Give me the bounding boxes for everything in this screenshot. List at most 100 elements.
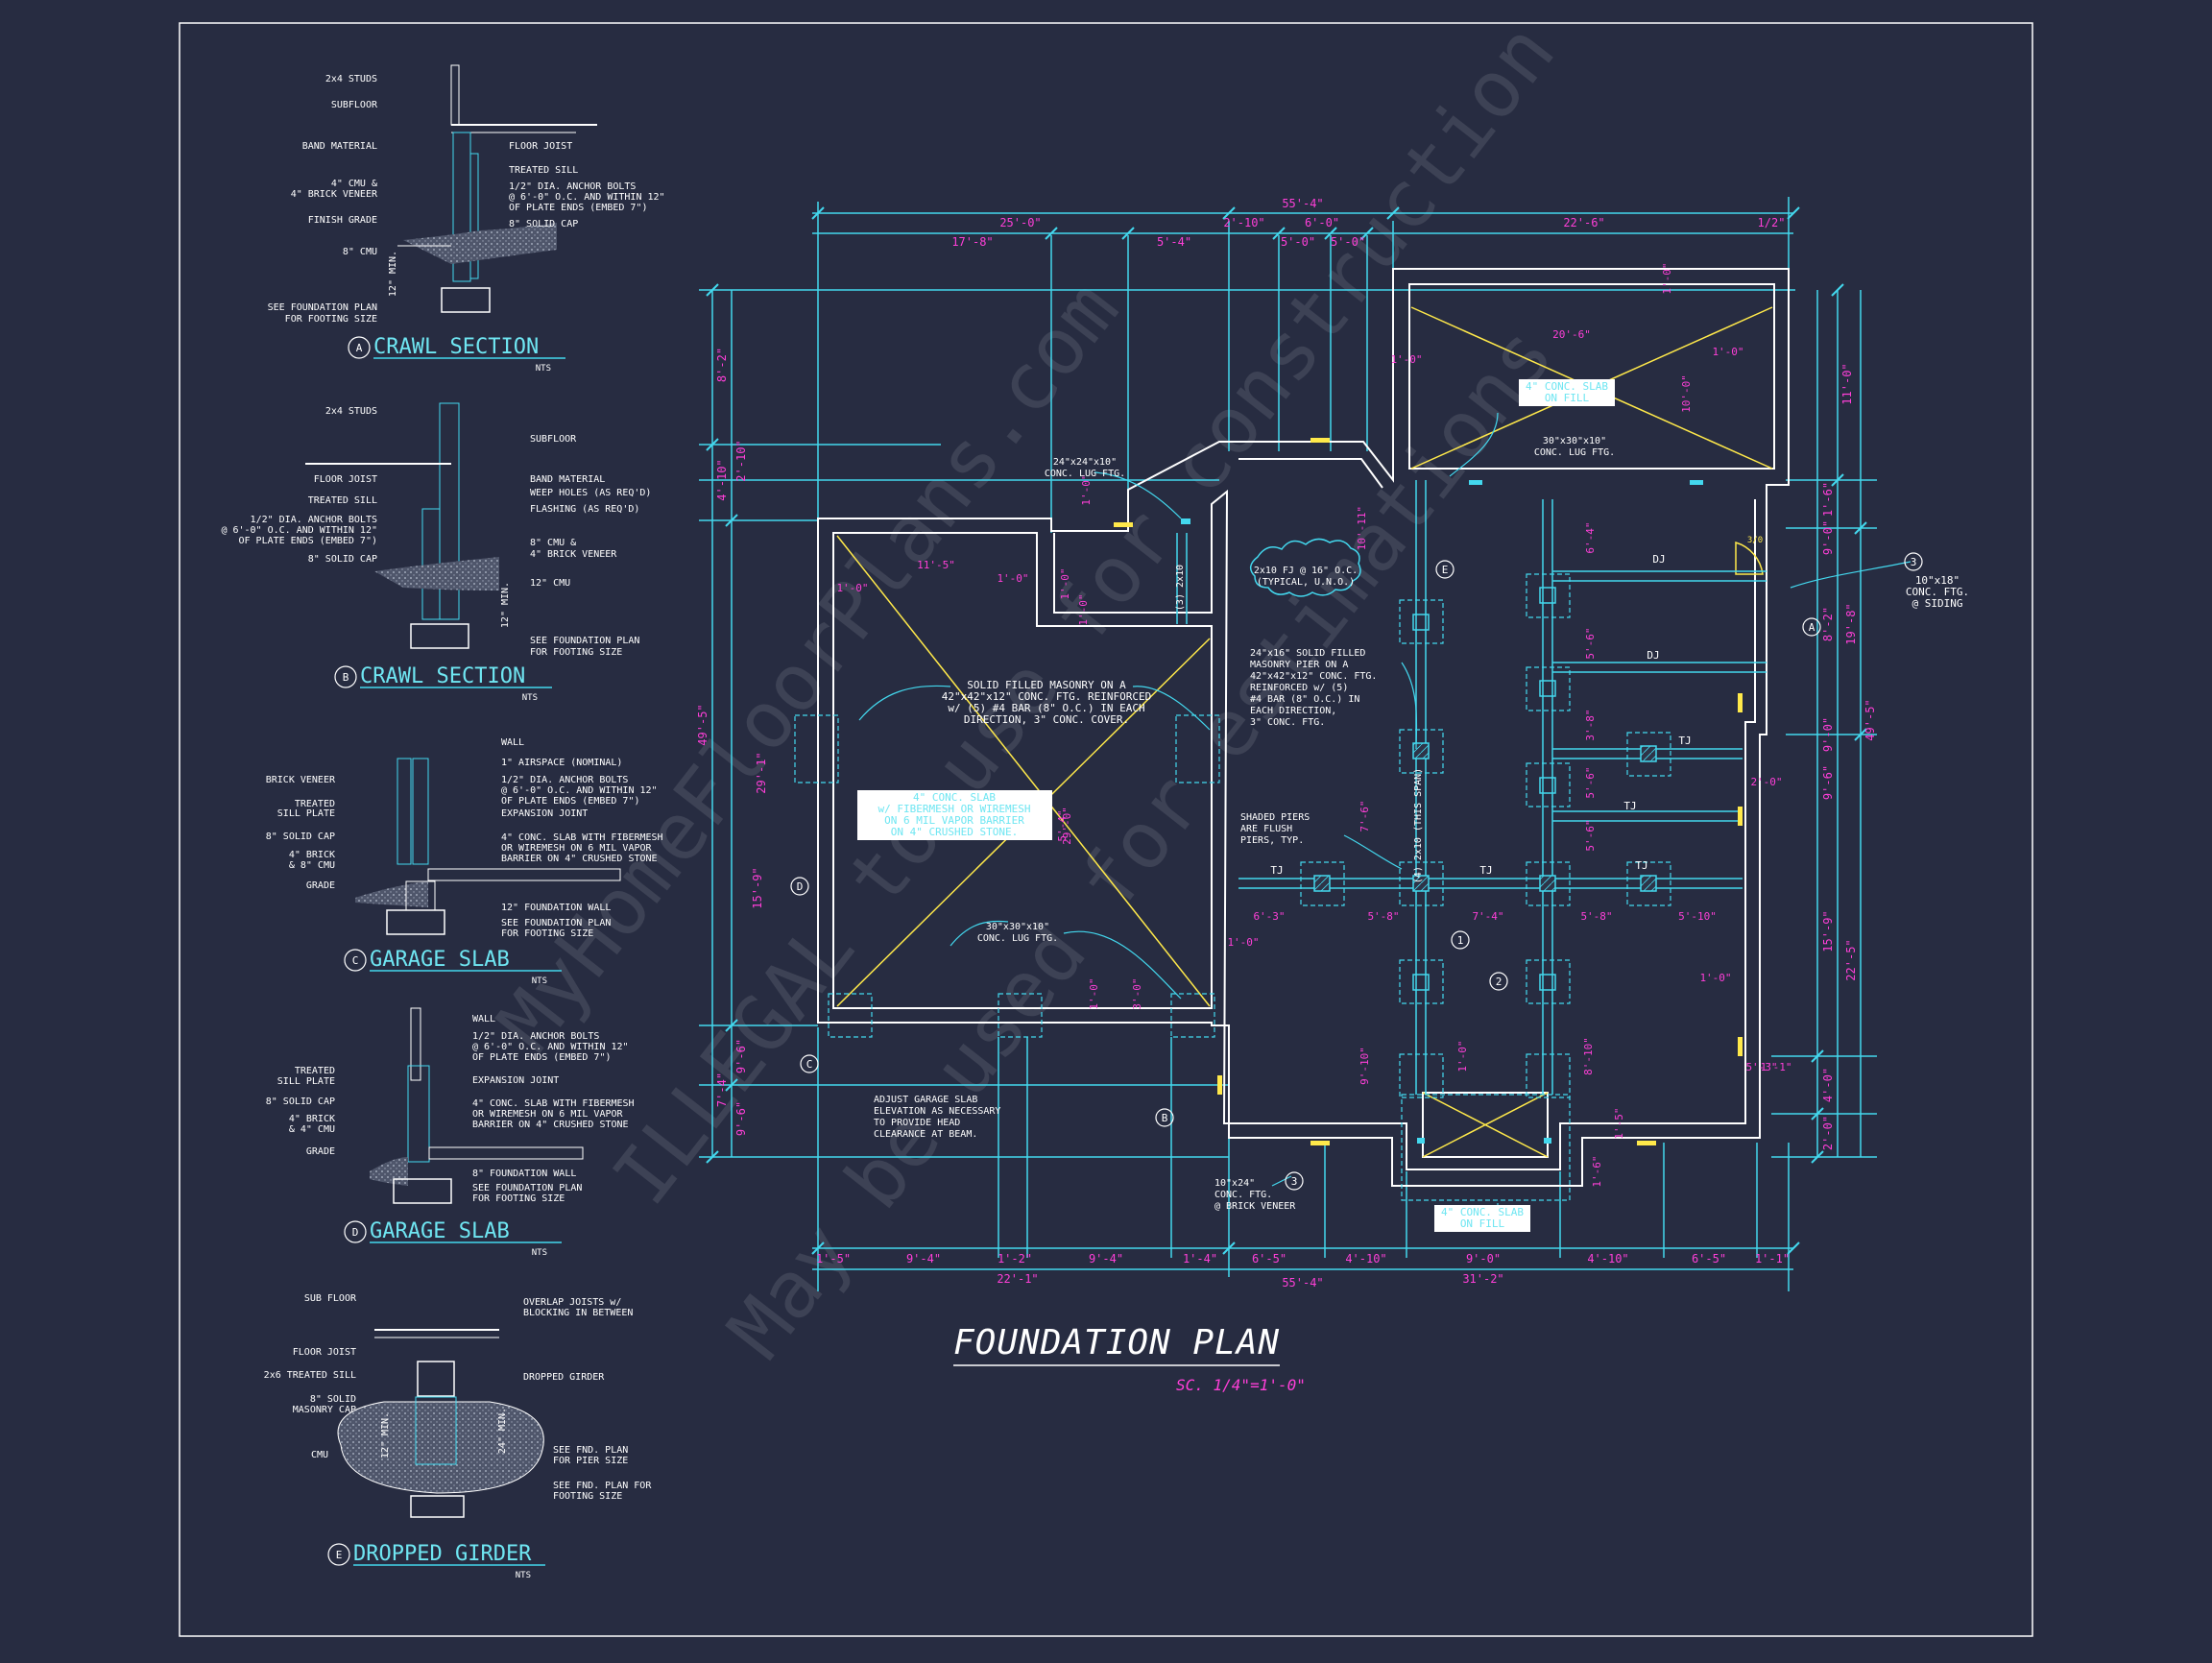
dim-room-4: 1'-0" (1661, 262, 1673, 294)
dim-right-8: 15'-9" (1821, 910, 1835, 952)
note-lug-mid-0: 24"x24"x10" (1053, 457, 1117, 468)
dim-top-4: 1/2" (1758, 216, 1786, 229)
detail-c-label-0: WALL (501, 737, 524, 748)
detail-a-label-9: OF PLATE ENDS (EMBED 7") (509, 203, 648, 213)
detail-e-letter-circle (327, 1543, 350, 1566)
dim-room-30: 3'-0" (1131, 977, 1143, 1009)
detail-e-letter: E (336, 1549, 343, 1561)
note-brick-ftg-1: CONC. FTG. (1214, 1190, 1272, 1200)
note-lug-top-0: 30"x30"x10" (1543, 436, 1606, 446)
detail-c-label-1: 1" AIRSPACE (NOMINAL) (501, 758, 622, 768)
detail-d-label-3: OF PLATE ENDS (EMBED 7") (472, 1052, 612, 1063)
detail-a-label-0: 2x4 STUDS (325, 74, 377, 84)
dim-bottom2-1: 31'-2" (1462, 1272, 1503, 1286)
detail-a-label-13: 12" MIN. (388, 251, 398, 297)
note-top-slab-1: ON FILL (1545, 392, 1590, 404)
dim-room-36: 5'-3" (1745, 1061, 1777, 1073)
dim-bottom-3: 9'-4" (1089, 1252, 1123, 1265)
dim-room-7: 1'-0" (997, 572, 1028, 585)
detail-b-label-0: 2x4 STUDS (325, 406, 377, 417)
note-masonry-2: w/ (5) #4 BAR (8" O.C.) IN EACH (948, 702, 1144, 714)
marker-2: 2 (1496, 976, 1503, 988)
dim-bottom-6: 4'-10" (1345, 1252, 1386, 1265)
detail-a-label-11: 8" SOLID CAP (509, 219, 578, 229)
dim-room-6: 1'-0" (836, 582, 868, 594)
detail-c-label-4: @ 6'-0" O.C. AND WITHIN 12" (501, 785, 658, 796)
marker-d-circle (790, 877, 809, 896)
detail-b-label-12: 8" SOLID CAP (308, 554, 377, 565)
dim-overall-top: 55'-4" (1282, 197, 1323, 210)
detail-d-label-2: @ 6'-0" O.C. AND WITHIN 12" (472, 1042, 629, 1052)
marker-c-circle (800, 1054, 819, 1073)
detail-a-label-12: 8" CMU (343, 247, 377, 257)
dim-top2-3: 5'-0" (1331, 235, 1365, 249)
marker-1-circle (1451, 930, 1470, 950)
detail-e-label-9: 24" MIN. (497, 1408, 508, 1454)
dim-right-6: 9'-0" (1821, 717, 1835, 752)
dim-room-8: 1'-0" (1059, 567, 1071, 599)
dim-bottom-0: 1'-5" (816, 1252, 851, 1265)
dim-right-10: 4'-0" (1821, 1068, 1835, 1102)
detail-e-label-8: 12" MIN. (380, 1412, 391, 1458)
detail-c-label-14: & 8" CMU (289, 860, 335, 871)
dim-right-9: 22'-5" (1844, 939, 1858, 980)
dim-room-15: 5'-6" (1584, 766, 1597, 798)
note-bottom-slab-1: ON FILL (1460, 1217, 1505, 1230)
marker-b-circle (1155, 1108, 1174, 1127)
detail-a-nts: NTS (536, 364, 551, 374)
note-adjust-0: ADJUST GARAGE SLAB (874, 1095, 977, 1105)
dim-room-28: 1'-0" (1456, 1040, 1469, 1072)
detail-e-label-13: SEE FND. PLAN FOR (553, 1481, 652, 1491)
dim-left-3: 49'-5" (696, 704, 709, 745)
dim-room-19: 8'-10" (1582, 1037, 1595, 1075)
dim-top-2: 6'-0" (1305, 216, 1339, 229)
detail-a-label-10: FINISH GRADE (308, 215, 377, 226)
note-garage-slab-3: ON 4" CRUSHED STONE. (891, 826, 1018, 838)
dim-left-6: 9'-6" (734, 1039, 748, 1073)
dim-left-0: 8'-2" (715, 348, 729, 382)
dim-left-4: 29'-1" (755, 752, 768, 793)
detail-d-garage-slab (370, 1007, 584, 1204)
detail-e-label-0: SUB FLOOR (304, 1293, 357, 1304)
foundation-plan (699, 197, 1911, 1291)
detail-b-label-11: 4" BRICK VENEER (530, 549, 617, 560)
dim-room-32: 5'-4" (1056, 809, 1069, 841)
plan-title-block: FOUNDATION PLAN SC. 1/4"=1'-0" (953, 1323, 1306, 1394)
detail-d-label-10: BARRIER ON 4" CRUSHED STONE (472, 1120, 629, 1130)
dim-right-0: 11'-0" (1840, 363, 1854, 404)
dim-right-1: 1'-6" (1821, 482, 1835, 517)
detail-d-title: GARAGE SLAB (370, 1219, 510, 1243)
detail-a-letter: A (356, 342, 363, 354)
dim-right-7: 9'-6" (1821, 765, 1835, 800)
marker-3b-circle (1285, 1171, 1304, 1191)
detail-c-label-6: TREATED (295, 799, 335, 809)
detail-b-label-7: 1/2" DIA. ANCHOR BOLTS (251, 515, 377, 525)
dim-bottom-1: 9'-4" (906, 1252, 941, 1265)
detail-b-label-3: BAND MATERIAL (530, 474, 605, 485)
dim-room-17: 5'-6" (1584, 819, 1597, 851)
detail-c-letter: C (352, 954, 359, 967)
detail-d-label-14: 8" FOUNDATION WALL (472, 1169, 576, 1179)
detail-d-letter: D (352, 1226, 359, 1239)
detail-d-letter-circle (344, 1220, 367, 1243)
detail-c-label-12: BARRIER ON 4" CRUSHED STONE (501, 854, 658, 864)
detail-c-nts: NTS (532, 976, 547, 986)
note-adjust-1: ELEVATION AS NECESSARY (874, 1106, 1000, 1117)
detail-e-label-10: CMU (311, 1450, 328, 1460)
dim-room-34: 1'-6" (1591, 1155, 1603, 1187)
detail-c-label-2: BRICK VENEER (266, 775, 336, 785)
dim-right-3: 8'-2" (1821, 607, 1835, 641)
dim-bottom-4: 1'-4" (1183, 1252, 1217, 1265)
detail-c-label-9: 8" SOLID CAP (266, 832, 335, 842)
note-shaded-piers-0: SHADED PIERS (1240, 812, 1310, 823)
marker-c: C (806, 1058, 813, 1071)
detail-c-title: GARAGE SLAB (370, 948, 510, 972)
detail-c-letter-circle (344, 949, 367, 972)
detail-d-label-6: EXPANSION JOINT (472, 1075, 559, 1086)
detail-c-label-8: EXPANSION JOINT (501, 808, 588, 819)
detail-b-label-5: WEEP HOLES (AS REQ'D) (530, 488, 651, 498)
detail-b-label-9: OF PLATE ENDS (EMBED 7") (239, 536, 378, 546)
detail-e-label-4: 2x6 TREATED SILL (264, 1370, 356, 1381)
